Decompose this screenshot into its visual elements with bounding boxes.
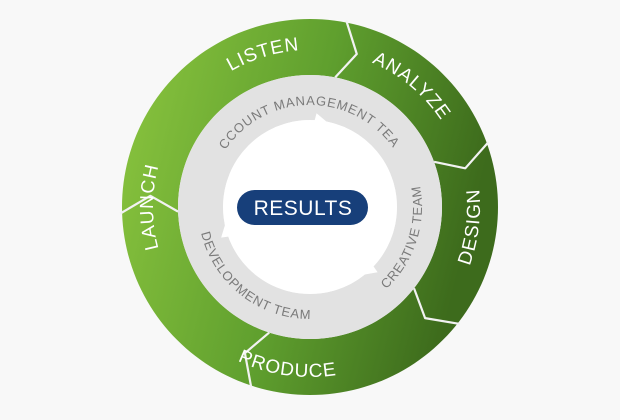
outer-phase-ring xyxy=(121,19,498,396)
phase-separator xyxy=(412,287,460,326)
phase-separators xyxy=(119,20,490,388)
results-label: RESULTS xyxy=(254,197,353,220)
phase-separator xyxy=(243,331,270,388)
phase-separator xyxy=(433,141,490,170)
phase-separator xyxy=(334,20,358,79)
results-pill xyxy=(237,190,368,225)
team-ring xyxy=(177,75,442,339)
phase-separator xyxy=(119,194,179,215)
